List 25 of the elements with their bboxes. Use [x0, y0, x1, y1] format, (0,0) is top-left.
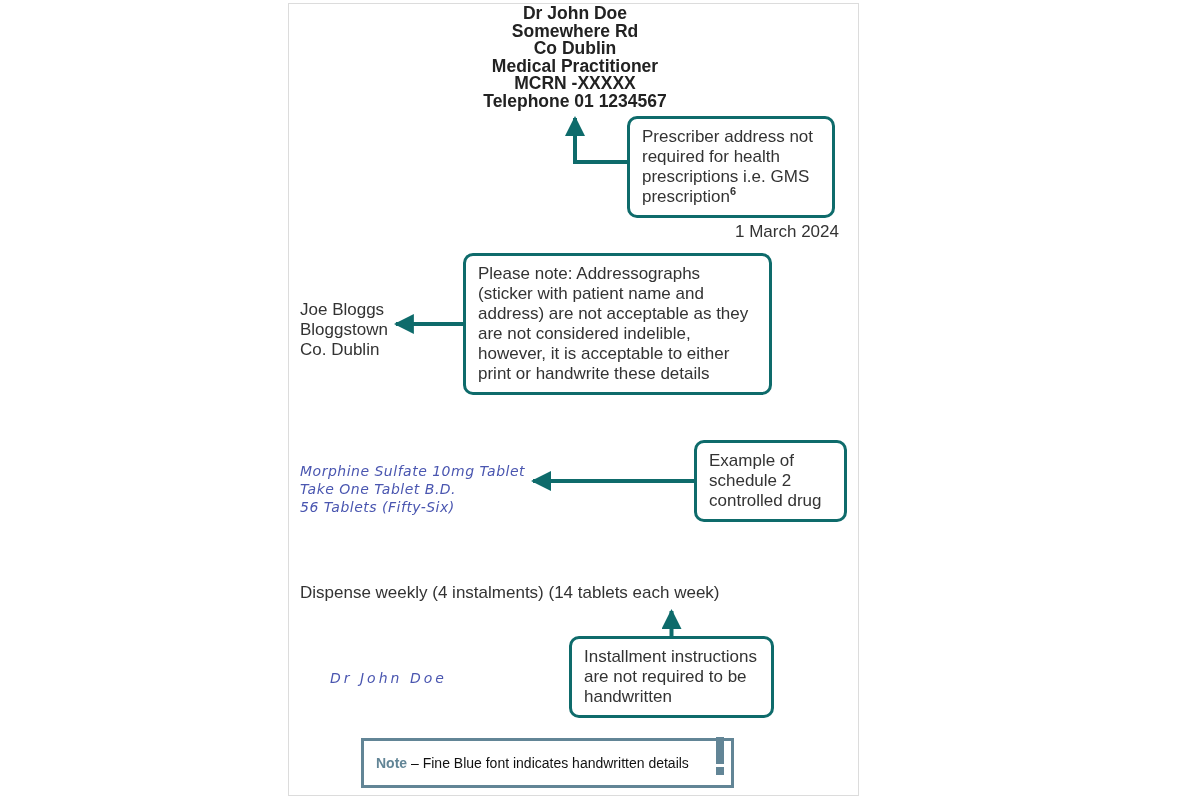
- note-text: Note – Fine Blue font indicates handwritten details: [376, 755, 689, 771]
- patient-address-line: Joe Bloggs: [300, 300, 385, 320]
- instruction-text: Dispense weekly (4 instalments) (14 tablets each week): [300, 583, 720, 603]
- handwritten-line: Take One Tablet B.D.: [300, 480, 457, 498]
- address-line: Medical Practitioner: [491, 57, 659, 75]
- arrow: [531, 471, 694, 491]
- callout-note: Prescriber address not required for health prescriptions i.e. GMS prescription$^{6}$: [627, 116, 835, 218]
- arrow: [565, 116, 627, 164]
- handwritten-signature: Dr John Doe: [330, 670, 447, 686]
- handwritten-line: Morphine Sulfate 10mg Tablet: [300, 462, 526, 480]
- arrow: [393, 314, 463, 334]
- date-text: 1 March 2024: [735, 222, 839, 242]
- callout-note: Example of schedule 2 controlled drug: [694, 440, 847, 522]
- address-line: MCRN -XXXXX: [514, 75, 636, 93]
- address-line: Co Dublin: [533, 40, 617, 58]
- callout-note: Installment instructions are not required to be handwritten: [569, 636, 774, 718]
- arrow: [661, 609, 682, 636]
- address-line: Somewhere Rd: [511, 22, 639, 40]
- handwritten-line: 56 Tablets (Fifty-Six): [300, 498, 455, 516]
- callout-note: Please note: Addressographs (sticker with patient name and address) are not acceptable as they are not considered indelible, however, it is acceptable to either print or handwrite these details: [463, 253, 772, 395]
- patient-address-line: Co. Dublin: [300, 340, 380, 360]
- patient-address-line: Bloggstown: [300, 320, 388, 340]
- note-panel: [361, 738, 734, 788]
- address-line: Telephone 01 1234567: [483, 92, 667, 110]
- address-line: Dr John Doe: [522, 5, 627, 23]
